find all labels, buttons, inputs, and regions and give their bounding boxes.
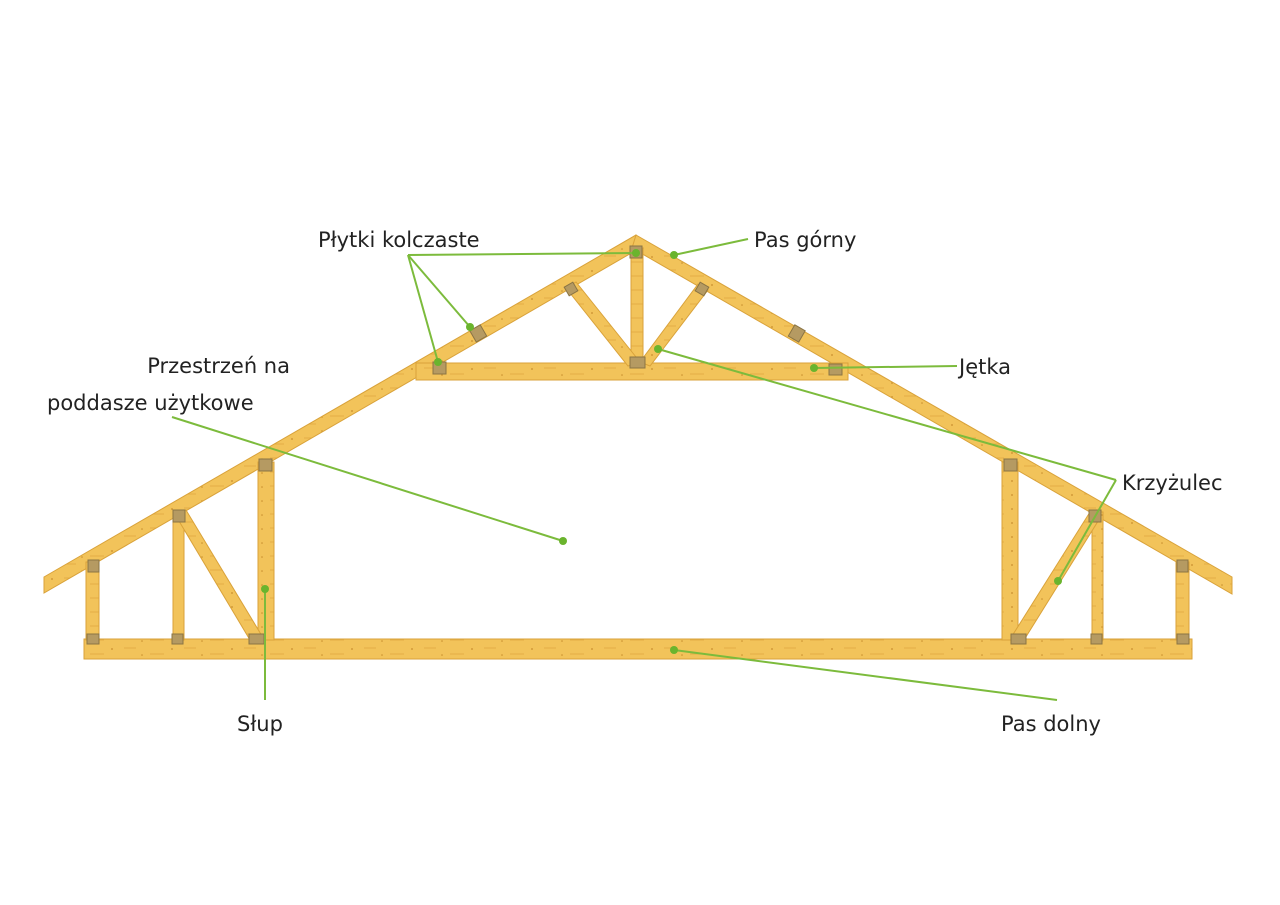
leader-dot [434,358,442,366]
post-right-mid [1091,511,1104,641]
leader-dots [261,249,1062,654]
plate [629,356,646,369]
plate [87,559,100,573]
leader-dot [1054,577,1062,585]
plate [787,324,806,343]
plate [828,363,843,376]
plate [248,633,265,645]
plate [694,281,710,297]
post-left-outer [85,561,100,641]
plate [469,324,488,343]
plate [1010,633,1027,645]
plate [1176,559,1189,573]
plate [172,509,186,523]
label-slup: Słup [237,712,283,736]
leader-dot [670,251,678,259]
plate [1090,633,1103,645]
label-jetka: Jętka [959,355,1012,379]
plate [1176,633,1190,645]
label-przestrzen-line-1: Przestrzeń na [147,354,290,378]
label-plytki-kolczaste: Płytki kolczaste [318,228,480,252]
post-left-mid [172,511,185,641]
leader-dot [654,345,662,353]
plate [171,633,184,645]
label-pas-gorny: Pas górny [754,228,857,252]
leader-dot [559,537,567,545]
post-right-outer [1175,561,1190,641]
leader-dot [810,364,818,372]
plate [563,281,579,297]
plate [1003,458,1018,472]
leader-dot [670,646,678,654]
diagonal-left [175,509,263,641]
top-chord-right [631,234,1233,595]
plate [258,458,273,472]
label-przestrzen-line-2: poddasze użytkowe [47,391,254,415]
label-krzyzulec: Krzyżulec [1122,471,1223,495]
label-pas-dolny: Pas dolny [1001,712,1101,736]
post-right-main [1001,461,1019,641]
leader-dot [466,323,474,331]
plate [86,633,100,645]
leader-lines [171,238,1117,701]
leader-dot [261,585,269,593]
king-post [630,247,644,365]
bottom-chord [83,638,1193,660]
leader-dot [632,249,640,257]
upper-diagonal-left [565,281,641,367]
truss-members [43,234,1233,660]
